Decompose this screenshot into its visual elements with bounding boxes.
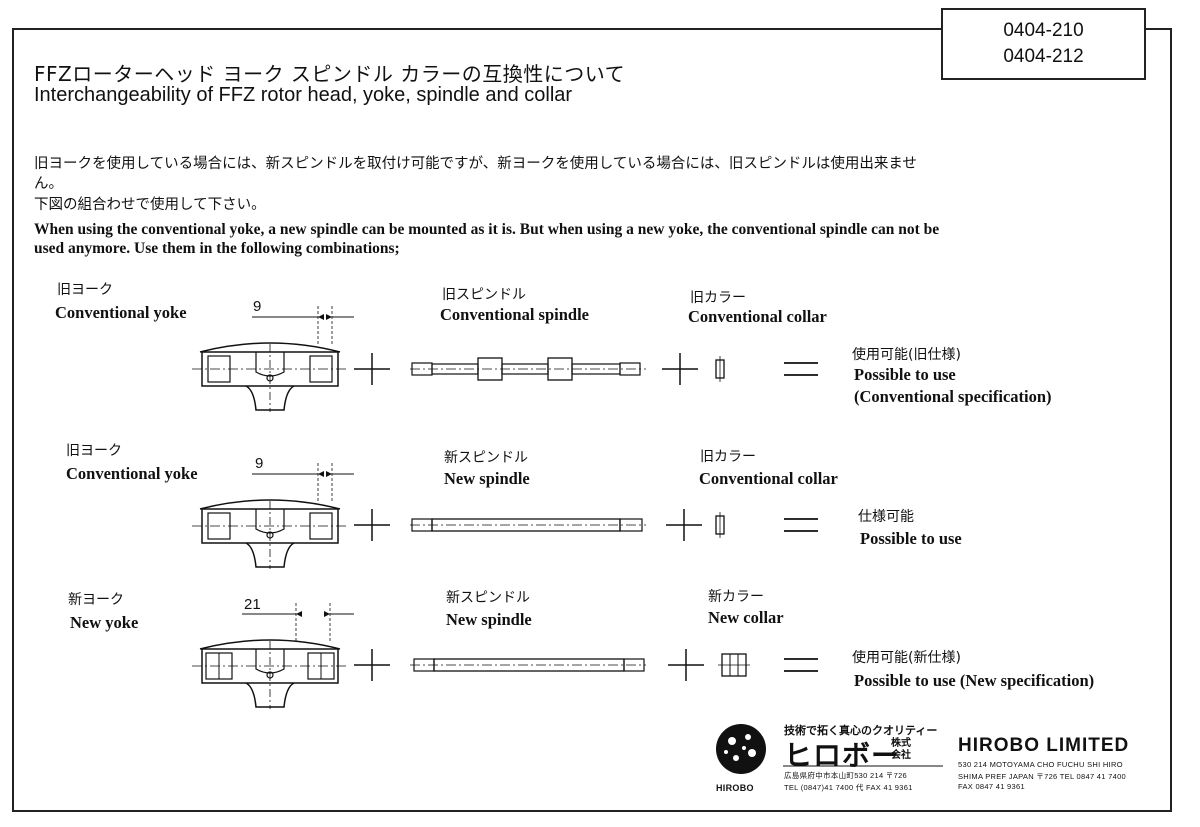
row1-collar-label-en: Conventional collar (688, 307, 827, 326)
part-number-1: 0404-210 (1003, 20, 1084, 41)
row3-dimension-lines (242, 603, 354, 642)
row3-spindle-drawing (410, 658, 646, 672)
row1-plus-2 (661, 352, 699, 386)
row1-result-en: Possible to use (854, 365, 956, 384)
company-name-english: HIROBO LIMITED (958, 735, 1130, 756)
row3-spindle-label-en: New spindle (446, 610, 532, 629)
row3-collar-label-en: New collar (708, 608, 784, 627)
row2-spindle-drawing (410, 518, 646, 532)
row1-equals (783, 362, 819, 376)
row1-result-en-spec: (Conventional specification) (854, 387, 1052, 406)
row2-result-jp: 仕様可能 (858, 509, 914, 525)
kabushiki-label: 株式 (891, 738, 911, 749)
row2-dimension-lines (252, 463, 354, 502)
note-english-line2: used anymore. Use them in the following … (34, 240, 400, 257)
row1-yoke-drawing (191, 342, 349, 413)
kabushiki-gaisha: 株式 会社 (891, 738, 911, 762)
telephone-japanese: TEL (0847)41 7400 代 FAX 41 9361 (784, 783, 913, 792)
row3-plus-1 (353, 648, 391, 682)
row3-result-en: Possible to use (New specification) (854, 671, 1095, 690)
row3-plus-2 (667, 648, 705, 682)
row2-yoke-label-en: Conventional yoke (66, 464, 198, 483)
row2-yoke-drawing (191, 499, 349, 570)
row2-plus-2 (665, 508, 703, 542)
row1-collar-label-jp: 旧カラー (690, 290, 746, 306)
row2-collar-label-en: Conventional collar (699, 469, 838, 488)
row2-collar-label-jp: 旧カラー (700, 449, 756, 465)
row2-spindle-label-jp: 新スピンドル (444, 450, 528, 466)
row1-dimension: 9 (253, 298, 262, 315)
row3-yoke-label-en: New yoke (70, 613, 139, 632)
row2-plus-1 (353, 508, 391, 542)
row1-yoke-label-jp: 旧ヨーク (57, 282, 113, 298)
row1-plus-1 (353, 352, 391, 386)
row2-result-en: Possible to use (860, 529, 962, 548)
note-japanese-line2: ん。 (34, 176, 63, 192)
company-slogan: 技術で拓く真心のクオリティー (784, 724, 938, 737)
hirobo-globe-logo (716, 724, 766, 774)
row1-dimension-lines (252, 306, 354, 345)
address-english-line1: 530 214 MOTOYAMA CHO FUCHU SHI HIRO (958, 760, 1123, 769)
title-japanese: FFZローターヘッド ヨーク スピンドル カラーの互換性について (34, 62, 626, 86)
row1-spindle-label-en: Conventional spindle (440, 305, 589, 324)
row2-spindle-label-en: New spindle (444, 469, 530, 488)
row2-equals (783, 518, 819, 532)
row3-yoke-drawing (191, 639, 349, 710)
row1-collar-drawing (715, 356, 725, 382)
row1-result-jp: 使用可能(旧仕様) (852, 347, 961, 363)
row2-collar-drawing (715, 512, 725, 538)
row2-dimension: 9 (255, 455, 264, 472)
row1-yoke-label-en: Conventional yoke (55, 303, 187, 322)
brand-katakana: ヒロボー (784, 739, 901, 772)
row3-spindle-label-jp: 新スピンドル (446, 590, 530, 606)
title-english: Interchangeability of FFZ rotor head, yo… (34, 84, 573, 106)
gaisha-label: 会社 (891, 750, 911, 761)
row3-result-jp: 使用可能(新仕様) (852, 650, 961, 666)
address-japanese: 広島県府中市本山町530 214 〒726 (784, 771, 908, 780)
row1-spindle-label-jp: 旧スピンドル (442, 287, 526, 303)
note-japanese-line1: 旧ヨークを使用している場合には、新スピンドルを取付け可能ですが、新ヨークを使用し… (34, 156, 917, 172)
row3-equals (783, 658, 819, 672)
row3-collar-label-jp: 新カラー (708, 589, 764, 605)
row3-dimension: 21 (244, 596, 261, 613)
logo-word: HIROBO (716, 783, 754, 793)
document-frame (12, 28, 1172, 812)
row3-collar-drawing (718, 653, 750, 677)
address-english-line2: SHIMA PREF JAPAN 〒726 TEL 0847 41 7400 (958, 772, 1127, 781)
note-japanese-line3: 下図の組合わせで使用して下さい。 (34, 197, 266, 213)
row2-yoke-label-jp: 旧ヨーク (66, 443, 122, 459)
address-english-line3: FAX 0847 41 9361 (958, 782, 1025, 791)
note-english-line1: When using the conventional yoke, a new … (34, 221, 940, 238)
row3-yoke-label-jp: 新ヨーク (68, 592, 124, 608)
row1-spindle-drawing (410, 357, 646, 381)
part-number-2: 0404-212 (1003, 46, 1084, 67)
part-number-box: 0404-210 0404-212 (941, 8, 1146, 80)
